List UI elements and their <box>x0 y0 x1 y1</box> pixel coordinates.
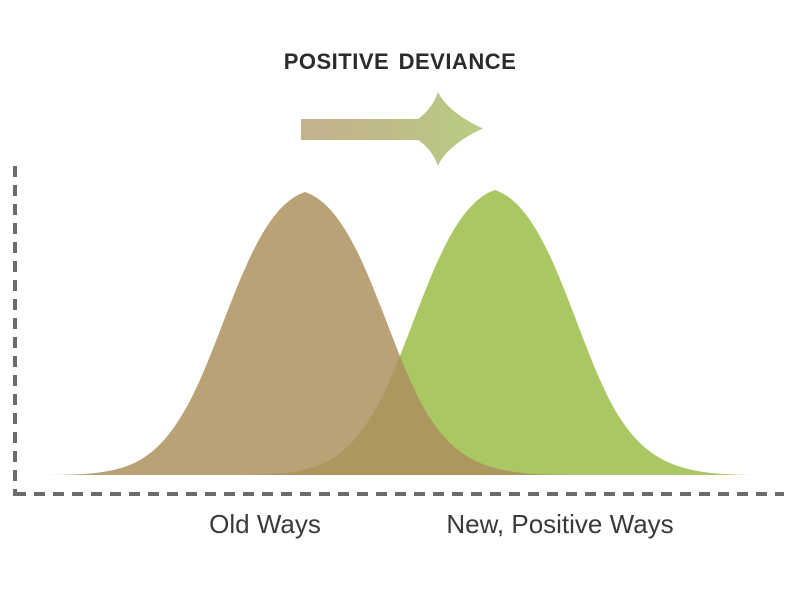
axis-label-old-ways: Old Ways <box>209 509 321 539</box>
distribution-curve-new-positive-ways <box>232 190 766 475</box>
transition-arrow <box>301 92 483 166</box>
page-title: Positive Deviance <box>283 40 517 76</box>
distribution-curve-old-ways <box>42 192 578 475</box>
axis-label-new-positive-ways: New, Positive Ways <box>446 509 674 539</box>
